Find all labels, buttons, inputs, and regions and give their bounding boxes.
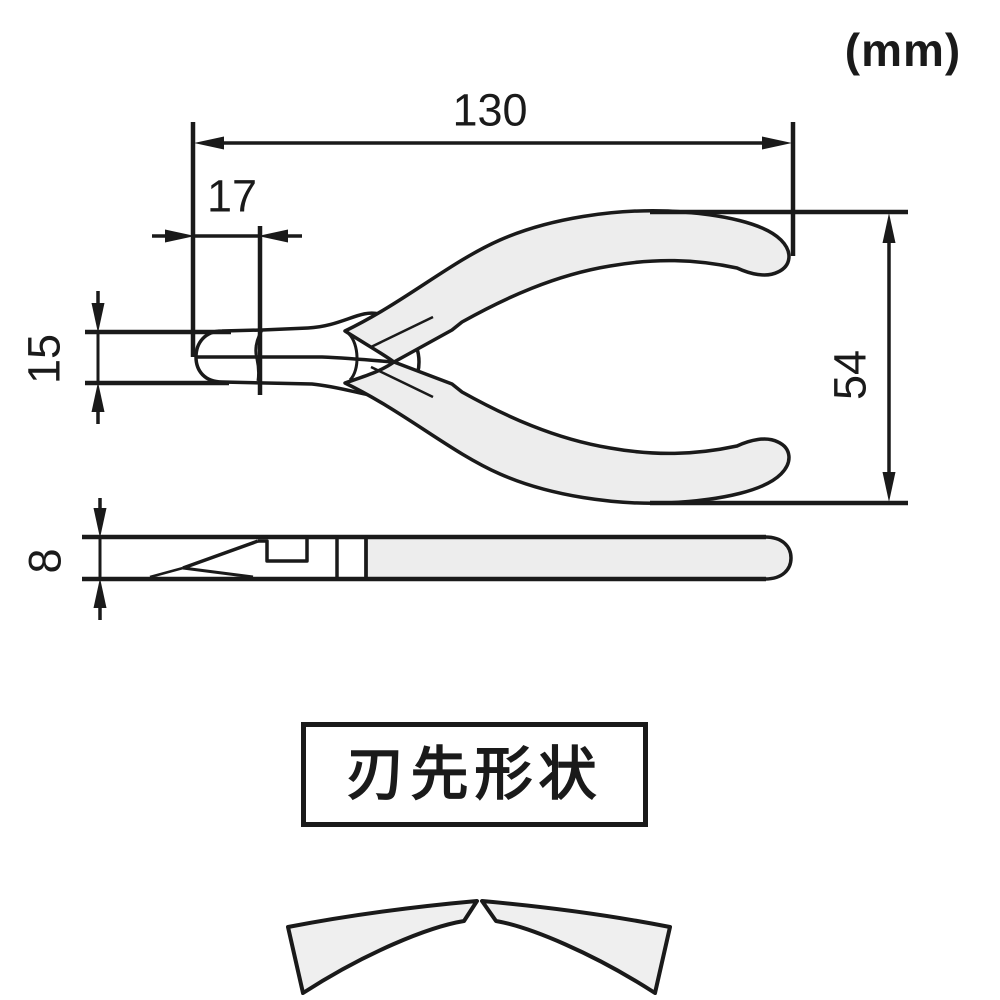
dim-8 [93,498,107,620]
blade-wing-right [480,899,672,995]
blade-tip-shape-drawing [286,899,672,995]
lower-handle [343,360,791,506]
dim-15 [91,291,105,424]
blade-tip-shape-callout-box: 刃先形状 [301,722,648,827]
dim-54 [882,213,896,502]
side-lap-joint-step [258,538,309,563]
pivot-boss-arc [347,332,359,382]
dimension-lines [85,122,908,620]
dim-label-handle-spread: 54 [824,349,876,401]
dim-label-jaw-tip-length: 17 [206,170,258,222]
blade-wing-left [286,899,479,995]
upper-handle [343,208,791,364]
pivot-tang-seam-upper [370,315,434,349]
side-grip [364,535,793,581]
side-blade-bevel-upper [182,539,259,570]
dim-label-body-thickness: 8 [19,548,71,574]
extension-lines [85,122,908,506]
dim-17 [152,229,302,243]
side-blade-tip-line [149,566,184,579]
jaw-seam-line [196,355,394,364]
dim-130 [194,136,792,150]
side-blade-bevel-lower [182,566,254,579]
blade-tip-shape-label: 刃先形状 [346,741,603,807]
top-view-drawing [194,208,791,506]
side-view-drawing [82,534,793,582]
unit-label: (mm) [844,24,962,76]
dim-label-overall-length: 130 [452,84,528,136]
dim-label-head-width: 15 [18,333,70,385]
pivot-tang-seam-lower [370,365,434,399]
